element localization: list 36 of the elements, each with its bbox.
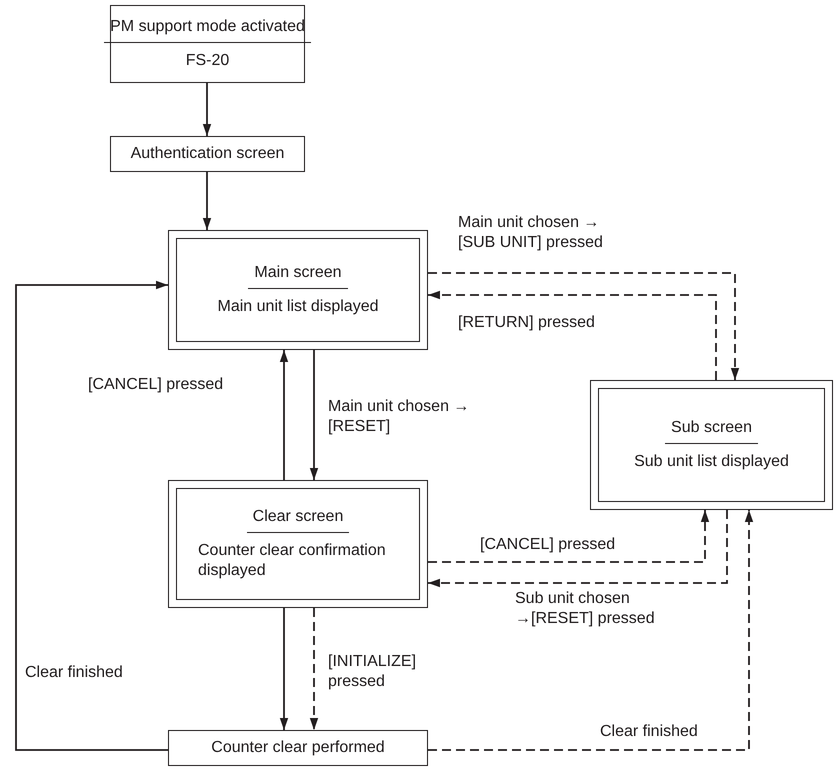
- box-heading: PM support mode activated: [104, 17, 311, 43]
- box-heading: Sub screen: [665, 418, 758, 444]
- arrow: [428, 510, 754, 751]
- edge-label: Main unit chosen → [RESET]: [328, 397, 470, 437]
- arrow: [280, 350, 288, 480]
- edge-label: Clear finished: [25, 663, 123, 683]
- box-text: Sub unit list displayed: [634, 452, 789, 472]
- box-text: Main unit list displayed: [218, 297, 378, 317]
- edge-label: Sub unit chosen →[RESET] pressed: [515, 589, 656, 629]
- box-text: Counter clear confirmation displayed: [198, 541, 387, 581]
- edge-label: [CANCEL] pressed: [88, 375, 224, 395]
- arrow: [202, 172, 212, 230]
- arrow: [310, 350, 318, 480]
- arrow: [202, 83, 212, 136]
- screen-box: [168, 480, 428, 608]
- screen-box: [590, 380, 833, 510]
- box-text: FS-20: [186, 51, 230, 71]
- arrow: [310, 608, 318, 730]
- arrow: [428, 272, 740, 380]
- arrow: [15, 280, 168, 751]
- edge-label: Main unit chosen → [SUB UNIT] pressed: [458, 213, 604, 253]
- box-text: Counter clear performed: [211, 738, 385, 758]
- screen-box: [168, 230, 428, 350]
- arrow: [280, 608, 288, 730]
- arrow: [428, 290, 717, 380]
- edge-label: [RETURN] pressed: [458, 313, 595, 333]
- arrow: [428, 510, 728, 588]
- box-heading: Main screen: [248, 263, 348, 289]
- process-box: [168, 730, 428, 766]
- edge-label: [INITIALIZE] pressed: [328, 652, 418, 692]
- edge-label: Clear finished: [600, 722, 698, 742]
- edge-label: [CANCEL] pressed: [480, 535, 616, 555]
- arrow: [428, 510, 710, 563]
- process-box: [110, 136, 305, 172]
- box-text: Authentication screen: [130, 144, 284, 164]
- box-heading: Clear screen: [246, 507, 350, 533]
